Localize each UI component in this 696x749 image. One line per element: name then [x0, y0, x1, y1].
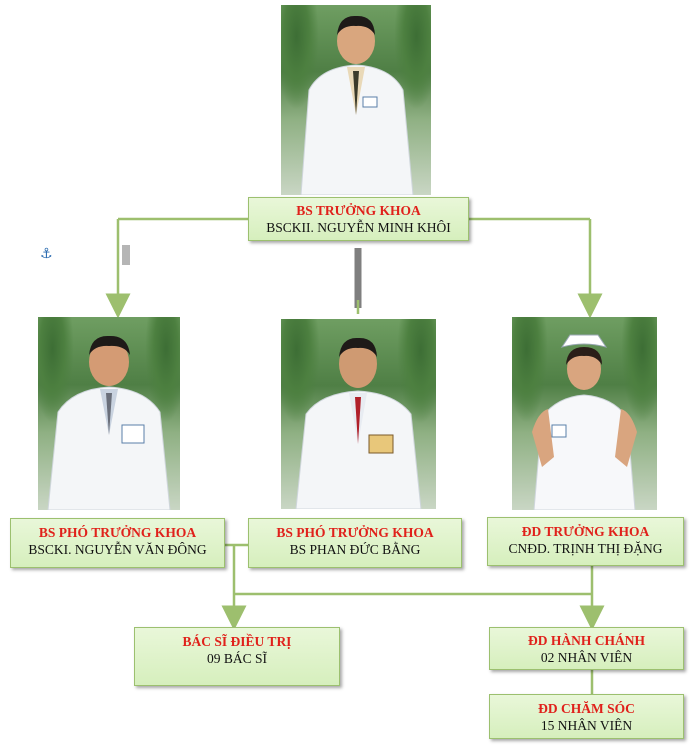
deputy2-name: BS PHAN ĐỨC BẰNG — [289, 542, 421, 557]
head-title: BS TRƯỞNG KHOA — [296, 203, 421, 218]
photo-deputy2 — [281, 319, 436, 509]
photo-head — [281, 5, 431, 195]
head-name: BSCKII. NGUYỄN MINH KHÔI — [266, 220, 451, 235]
nurse-head-name: CNĐD. TRỊNH THỊ ĐẶNG — [508, 541, 663, 556]
box-care-nurses: ĐD CHĂM SÓC 15 NHÂN VIÊN — [489, 694, 684, 739]
deputy1-name: BSCKI. NGUYỄN VĂN ĐÔNG — [28, 542, 207, 557]
doctor-figure-icon — [300, 15, 414, 195]
anchor-icon[interactable]: ⚓ — [40, 246, 53, 262]
photo-deputy1 — [38, 317, 180, 510]
deputy1-title: BS PHÓ TRƯỞNG KHOA — [38, 525, 197, 540]
photo-nurse-head — [512, 317, 657, 510]
doctors-count: 09 BÁC SĨ — [206, 651, 267, 666]
nurse-head-title: ĐD TRƯỞNG KHOA — [521, 524, 650, 539]
doctor-figure-icon — [295, 337, 422, 509]
box-admin-nurses: ĐD HÀNH CHÁNH 02 NHÂN VIÊN — [489, 627, 684, 670]
box-doctors: BÁC SĨ ĐIỀU TRỊ 09 BÁC SĨ — [134, 627, 340, 686]
box-deputy1: BS PHÓ TRƯỞNG KHOA BSCKI. NGUYỄN VĂN ĐÔN… — [10, 518, 225, 568]
care-nurses-count: 15 NHÂN VIÊN — [540, 718, 633, 733]
box-deputy2: BS PHÓ TRƯỞNG KHOA BS PHAN ĐỨC BẰNG — [248, 518, 462, 568]
doctors-title: BÁC SĨ ĐIỀU TRỊ — [182, 634, 292, 649]
doctor-figure-icon — [47, 335, 171, 510]
deputy2-title: BS PHÓ TRƯỞNG KHOA — [276, 525, 434, 540]
box-nurse-head: ĐD TRƯỞNG KHOA CNĐD. TRỊNH THỊ ĐẶNG — [487, 517, 684, 566]
box-head: BS TRƯỞNG KHOA BSCKII. NGUYỄN MINH KHÔI — [248, 197, 469, 241]
admin-nurses-count: 02 NHÂN VIÊN — [540, 650, 633, 665]
care-nurses-title: ĐD CHĂM SÓC — [538, 701, 635, 716]
admin-nurses-title: ĐD HÀNH CHÁNH — [528, 633, 645, 648]
nurse-figure-icon — [532, 334, 637, 510]
selection-marker — [122, 245, 130, 265]
